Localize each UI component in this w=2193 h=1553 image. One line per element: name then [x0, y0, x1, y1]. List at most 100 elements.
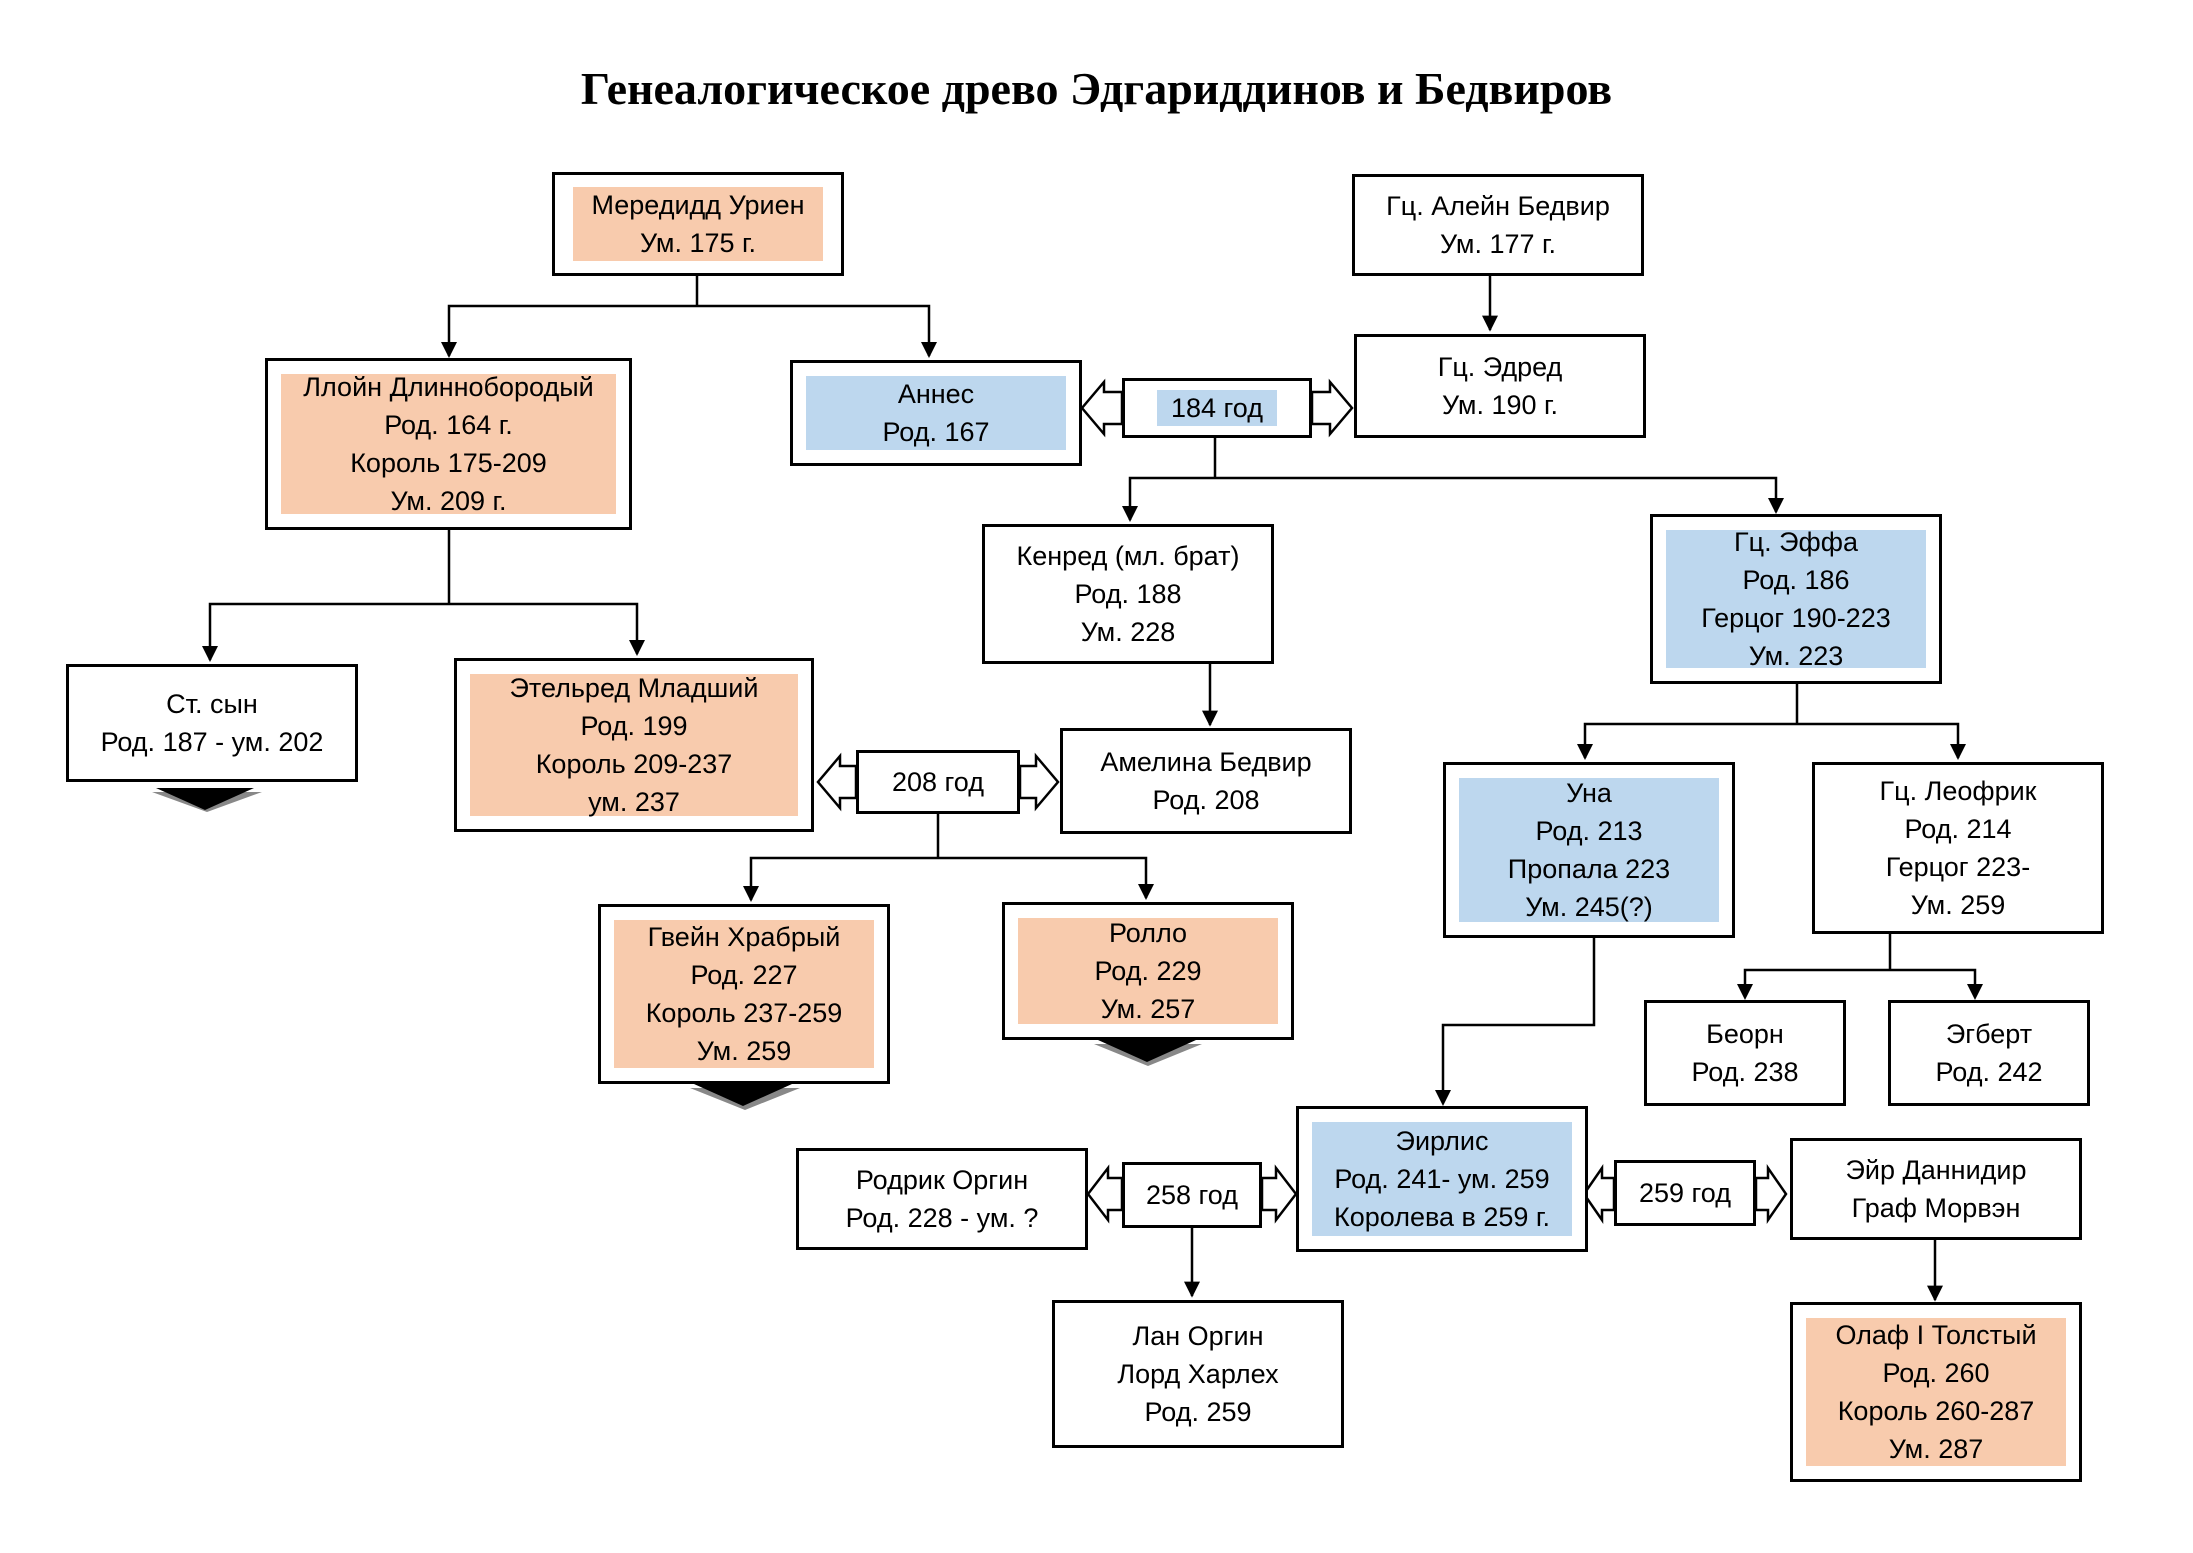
- link-effa-children: [1583, 684, 1960, 758]
- person-meredidd: Мередидд Уриен Ум. 175 г.: [552, 172, 844, 276]
- person-dates: Ум. 175 г.: [639, 228, 757, 258]
- person-kenred: Кенред (мл. брат) Род. 188 Ум. 228: [982, 524, 1274, 664]
- person-dates: Ум. 190 г.: [1441, 390, 1559, 420]
- person-name: Кенред (мл. брат): [1016, 541, 1240, 571]
- person-born: Род. 260: [1882, 1358, 1990, 1388]
- marriage-year: 208 год: [892, 766, 984, 797]
- person-eirlis: Эирлис Род. 241- ум. 259 Королева в 259 …: [1296, 1106, 1588, 1252]
- person-egbert: Эгберт Род. 242: [1888, 1000, 2090, 1106]
- person-born: Род. 242: [1935, 1057, 2043, 1087]
- marriage-arrow-right: [1754, 1163, 1788, 1225]
- person-title: Граф Морвэн: [1851, 1193, 2021, 1223]
- person-annes: Аннес Род. 167: [790, 360, 1082, 466]
- marriage-year: 184 год: [1157, 390, 1277, 426]
- person-gwein: Гвейн Храбрый Род. 227 Король 237-259 Ум…: [598, 904, 890, 1084]
- person-name: Этельред Младший: [509, 673, 759, 703]
- person-born: Род. 199: [580, 711, 688, 741]
- arrowhead: [629, 640, 645, 656]
- link-una-eirlis: [1441, 938, 1596, 1102]
- marriage-arrow-left: [816, 752, 858, 812]
- marriage-184: 184 год: [1122, 378, 1312, 438]
- arrowhead: [921, 342, 937, 358]
- person-name: Родрик Оргин: [855, 1165, 1029, 1195]
- person-name: Беорн: [1706, 1019, 1784, 1049]
- person-died: Ум. 228: [1080, 617, 1176, 647]
- person-name: Гц. Алейн Бедвир: [1386, 191, 1610, 221]
- person-born: Род. 164 г.: [384, 410, 513, 440]
- arrowhead: [1122, 506, 1138, 522]
- person-died: Ум. 259: [696, 1036, 792, 1066]
- arrowhead: [743, 886, 759, 902]
- person-born: Род. 167: [882, 417, 990, 447]
- marriage-arrow-right: [1310, 378, 1354, 438]
- arrowhead: [1435, 1090, 1451, 1106]
- person-alein: Гц. Алейн Бедвир Ум. 177 г.: [1352, 174, 1644, 276]
- person-born: Род. 214: [1904, 814, 2012, 844]
- person-effa: Гц. Эффа Род. 186 Герцог 190-223 Ум. 223: [1650, 514, 1942, 684]
- person-name: Гвейн Храбрый: [647, 922, 841, 952]
- person-title: Король 260-287: [1837, 1396, 2035, 1426]
- person-lan: Лан Оргин Лорд Харлех Род. 259: [1052, 1300, 1344, 1448]
- person-name: Уна: [1566, 778, 1612, 808]
- person-dates: Род. 228 - ум. ?: [845, 1203, 1039, 1233]
- link-lloin-children: [208, 528, 639, 660]
- person-title: Король 237-259: [645, 998, 843, 1028]
- marriage-year: 259 год: [1639, 1177, 1731, 1208]
- person-title: Королева в 259 г.: [1334, 1202, 1550, 1232]
- continues-marker: [694, 1084, 792, 1106]
- link-meredidd-children: [447, 276, 931, 356]
- marriage-arrow-right: [1018, 752, 1060, 812]
- marriage-arrow-left: [1080, 378, 1124, 438]
- person-title: Лорд Харлех: [1117, 1359, 1279, 1389]
- person-eir: Эйр Даннидир Граф Морвэн: [1790, 1138, 2082, 1240]
- link-184-children: [1128, 438, 1778, 520]
- person-born: Род. 229: [1094, 956, 1202, 986]
- person-una: Уна Род. 213 Пропала 223 Ум. 245(?): [1443, 762, 1735, 938]
- arrowhead: [1577, 744, 1593, 760]
- arrowhead: [1950, 744, 1966, 760]
- person-title: Герцог 190-223: [1701, 603, 1891, 633]
- marriage-year: 258 год: [1146, 1179, 1238, 1210]
- marriage-259: 259 год: [1614, 1160, 1756, 1226]
- person-died: Ум. 223: [1748, 641, 1844, 671]
- person-name: Гц. Леофрик: [1879, 776, 2037, 806]
- arrowhead: [1967, 984, 1983, 1000]
- person-died: Ум. 287: [1888, 1434, 1984, 1464]
- person-died: Ум. 259: [1910, 890, 2006, 920]
- arrowhead: [1737, 984, 1753, 1000]
- person-dates: Род. 187 - ум. 202: [100, 727, 324, 757]
- marriage-arrow-left: [1086, 1164, 1124, 1224]
- person-name: Эйр Даннидир: [1845, 1155, 2027, 1185]
- person-name: Олаф I Толстый: [1835, 1320, 2037, 1350]
- person-title: Король 175-209: [350, 448, 547, 478]
- diagram-title: Генеалогическое древо Эдгариддинов и Бед…: [580, 63, 1613, 114]
- person-olaf: Олаф I Толстый Род. 260 Король 260-287 У…: [1790, 1302, 2082, 1482]
- person-born: Род. 227: [690, 960, 798, 990]
- person-died: Ум. 257: [1100, 994, 1196, 1024]
- person-rodrik: Родрик Оргин Род. 228 - ум. ?: [796, 1148, 1088, 1250]
- person-died: Ум. 209 г.: [390, 486, 507, 516]
- person-name: Ролло: [1108, 918, 1188, 948]
- person-name: Эгберт: [1945, 1019, 2033, 1049]
- person-name: Гц. Эдред: [1437, 352, 1563, 382]
- person-died: ум. 237: [588, 787, 680, 817]
- person-st-son: Ст. сын Род. 187 - ум. 202: [66, 664, 358, 782]
- marriage-arrow-right: [1260, 1164, 1298, 1224]
- marriage-208: 208 год: [856, 750, 1020, 814]
- continues-marker: [156, 788, 254, 810]
- arrowhead: [202, 646, 218, 662]
- person-amelina: Амелина Бедвир Род. 208: [1060, 728, 1352, 834]
- person-lloin: Ллойн Длиннобородый Род. 164 г. Король 1…: [265, 358, 632, 530]
- arrowhead: [441, 342, 457, 358]
- person-name: Ст. сын: [166, 689, 258, 719]
- person-status: Пропала 223: [1507, 854, 1671, 884]
- person-born: Род. 186: [1742, 565, 1850, 595]
- person-title: Герцог 223-: [1885, 852, 2031, 882]
- person-died: Ум. 245(?): [1525, 892, 1653, 922]
- arrowhead: [1768, 498, 1784, 514]
- person-name: Мередидд Уриен: [591, 190, 805, 220]
- person-born: Род. 188: [1074, 579, 1182, 609]
- person-name: Гц. Эффа: [1734, 527, 1858, 557]
- person-dates: Ум. 177 г.: [1439, 229, 1557, 259]
